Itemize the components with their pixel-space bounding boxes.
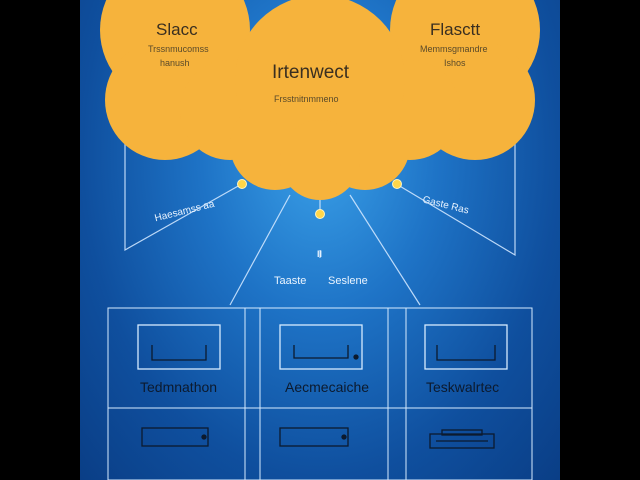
slot-icon-3-top	[441, 429, 483, 436]
cloud-center-subtitle: Frsstnitnmmeno	[274, 94, 339, 104]
cloud-right-line2: Ishos	[444, 58, 466, 68]
grid-label-2: Aecmecaiche	[285, 379, 370, 395]
device-icon-3	[424, 324, 508, 370]
cloud-left-title: Slacc	[156, 20, 198, 39]
slot-icon-3	[429, 433, 495, 449]
cloud-left-line2: hanush	[160, 58, 190, 68]
cloud-center-title: Irtenwect	[272, 62, 350, 83]
fan-line-right	[349, 194, 421, 306]
grid-outer	[107, 307, 533, 480]
device-icon-2-inner	[293, 345, 349, 359]
cloud-center-blob-4	[280, 120, 360, 200]
device-icon-2-dot	[353, 354, 359, 360]
device-icon-3-inner	[436, 345, 496, 361]
device-icon-2	[279, 324, 363, 370]
node-center	[315, 209, 325, 219]
diagram-graphics	[100, 0, 540, 480]
mid-left-label: Taaste	[274, 275, 307, 287]
slot-icon-2	[279, 427, 349, 447]
cloud-group	[100, 0, 540, 200]
grid-label-1: Tedmnathon	[140, 379, 218, 395]
slot-icon-2-dot	[341, 434, 347, 440]
slot-icon-1-dot	[201, 434, 207, 440]
device-icon-1-inner	[151, 345, 207, 361]
mid-right-label: Seslene	[328, 275, 368, 287]
right-connector-line	[397, 140, 516, 257]
grid-label-3: Teskwalrtec	[426, 379, 500, 395]
cloud-right-line1: Memmsgmandre	[420, 44, 488, 54]
component-grid	[107, 307, 533, 480]
fan-line-left	[229, 194, 291, 306]
left-connector-line	[124, 140, 241, 252]
node-left	[237, 179, 247, 189]
diagram-canvas: Slacc Trssnmucomss hanush Irtenwect Frss…	[80, 0, 560, 480]
cloud-right-title: Flasctt	[430, 20, 481, 39]
device-icon-1	[137, 324, 221, 370]
node-right	[392, 179, 402, 189]
cloud-left-line1: Trssnmucomss	[148, 44, 209, 54]
center-small-label: ll	[317, 249, 323, 259]
slot-icon-1	[141, 427, 209, 447]
